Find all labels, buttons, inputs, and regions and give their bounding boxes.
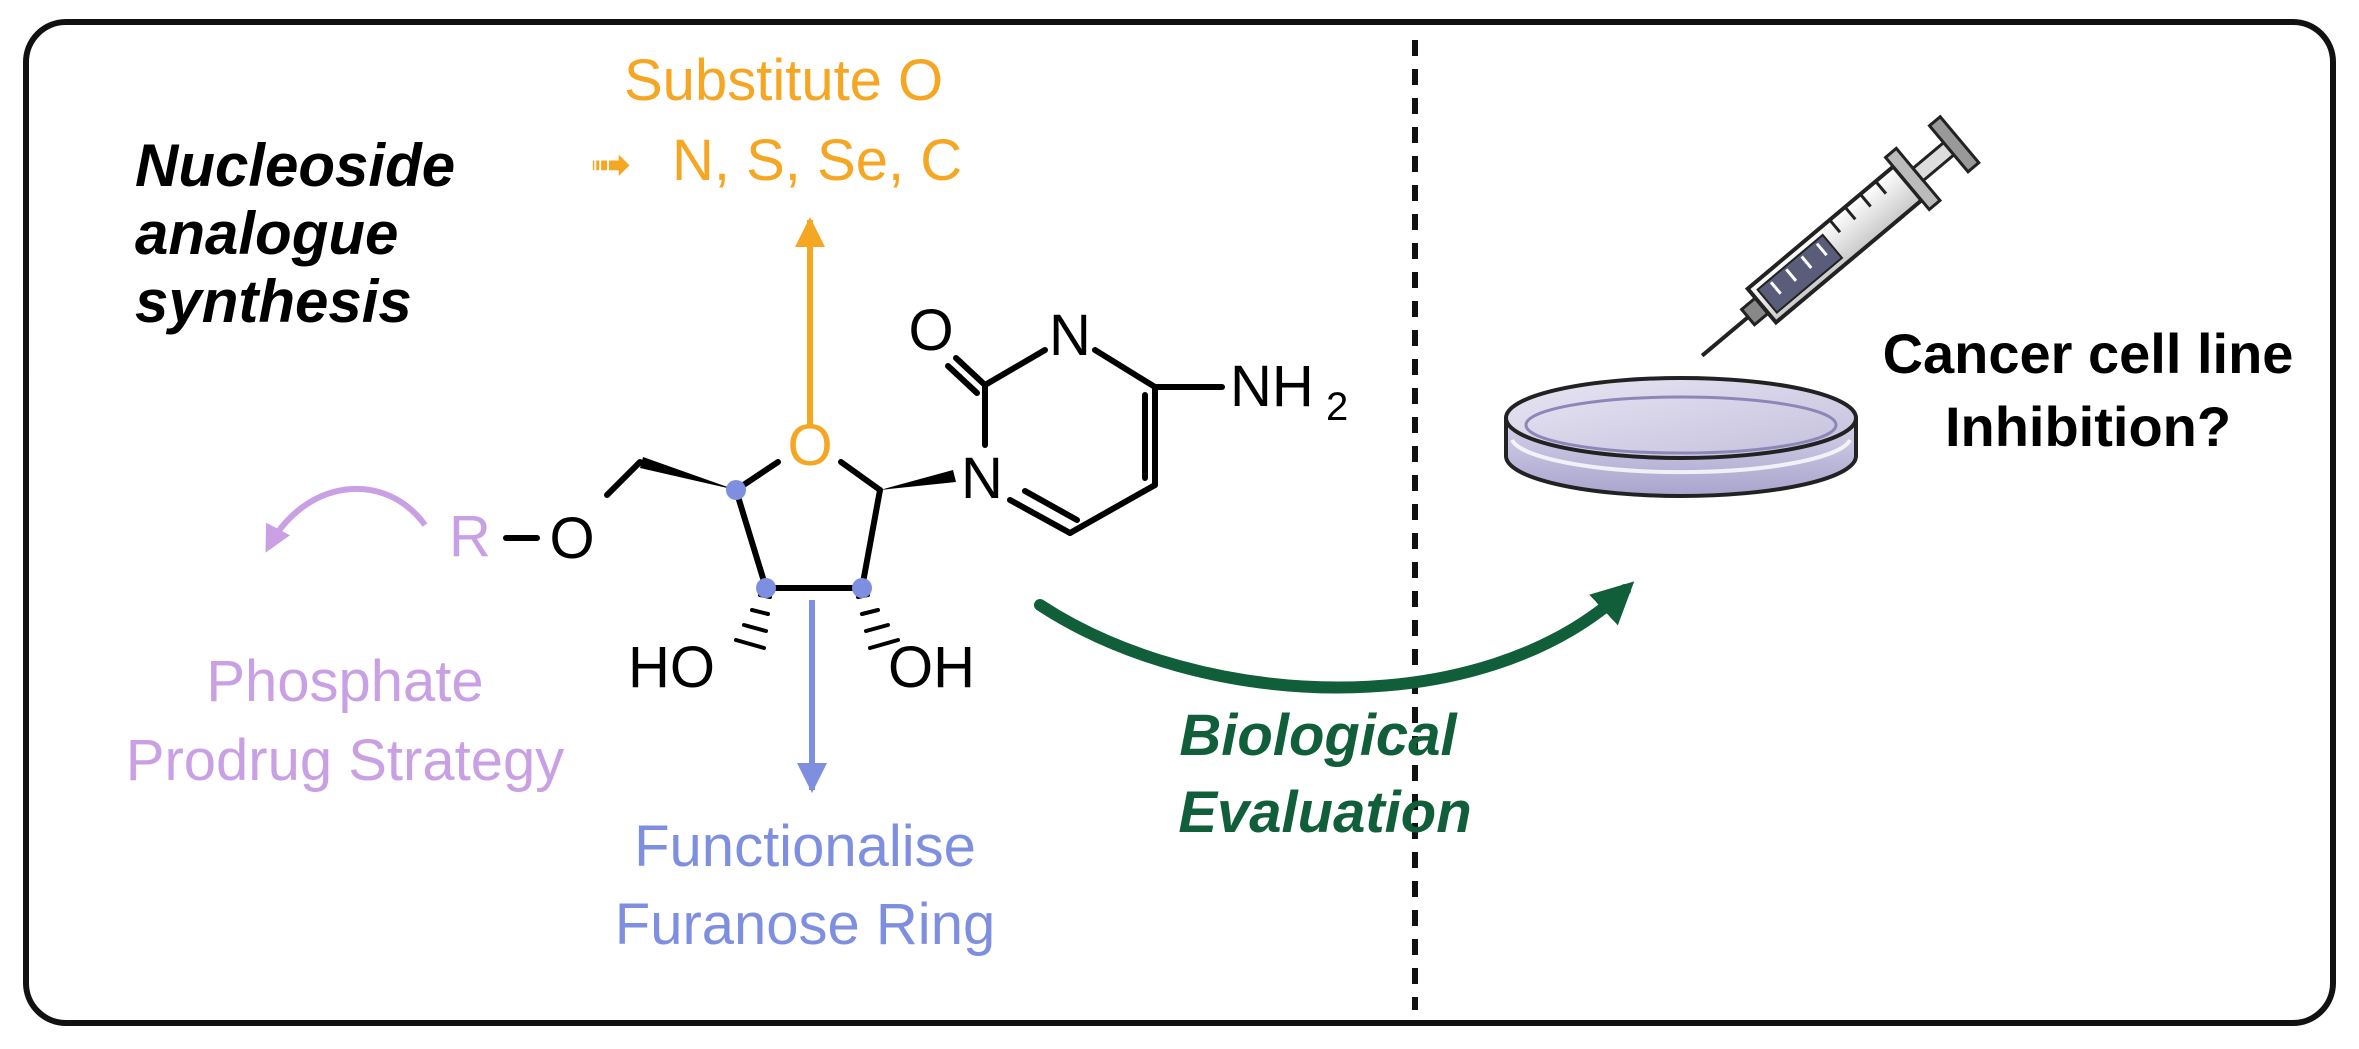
title-line-3: synthesis bbox=[135, 268, 412, 335]
phosphate-curved-arrow bbox=[265, 485, 428, 553]
result-annotation: Cancer cell line Inhibition? bbox=[1883, 322, 2294, 458]
phosphate-annotation: Phosphate Prodrug Strategy bbox=[126, 485, 564, 793]
amine-label: NH 2 bbox=[1230, 354, 1348, 429]
furanose-line-2: Furanose Ring bbox=[615, 892, 995, 957]
outer-frame bbox=[23, 19, 2336, 1026]
hydroxyl-right-label: OH bbox=[888, 635, 975, 700]
evaluation-line-2: Evaluation bbox=[1178, 780, 1471, 845]
furanose-carbon-dots bbox=[726, 480, 872, 598]
phosphate-line-1: Phosphate bbox=[206, 649, 483, 714]
result-line-1: Cancer cell line bbox=[1883, 322, 2294, 385]
substitute-o-line-2: N, S, Se, C bbox=[672, 128, 962, 193]
substitute-o-arrow-icon: ➟ bbox=[590, 136, 632, 192]
evaluation-line-1: Biological bbox=[1179, 703, 1458, 768]
phosphate-line-2: Prodrug Strategy bbox=[126, 728, 564, 793]
substitute-o-annotation: Substitute O ➟ N, S, Se, C bbox=[590, 48, 962, 425]
carbonyl-oxygen-label: O bbox=[908, 298, 953, 363]
furanose-line-1: Functionalise bbox=[634, 814, 976, 879]
hashed-bond-left bbox=[734, 593, 772, 650]
ether-oxygen-label: O bbox=[549, 506, 594, 571]
evaluation-curved-arrow bbox=[1034, 581, 1635, 694]
n1-label: N bbox=[961, 446, 1003, 511]
title-line-2: analogue bbox=[135, 200, 398, 267]
syringe-icon bbox=[1700, 114, 1981, 358]
substitute-o-line-1: Substitute O bbox=[624, 48, 943, 113]
amine-main: NH bbox=[1230, 354, 1314, 419]
title-line-1: Nucleoside bbox=[135, 132, 455, 199]
furanose-annotation: Functionalise Furanose Ring bbox=[615, 600, 995, 957]
nucleoside-structure bbox=[503, 347, 1225, 650]
evaluation-annotation: Biological Evaluation bbox=[1034, 581, 1635, 845]
n3-label: N bbox=[1049, 303, 1091, 368]
ring-oxygen-label: O bbox=[787, 413, 832, 478]
amine-subscript: 2 bbox=[1326, 385, 1348, 429]
hydroxyl-left-label: HO bbox=[628, 635, 715, 700]
petri-dish-icon bbox=[1504, 376, 1858, 498]
r-group-label: R bbox=[449, 504, 491, 569]
result-line-2: Inhibition? bbox=[1945, 395, 2231, 458]
scheme-title: Nucleoside analogue synthesis bbox=[135, 132, 455, 335]
